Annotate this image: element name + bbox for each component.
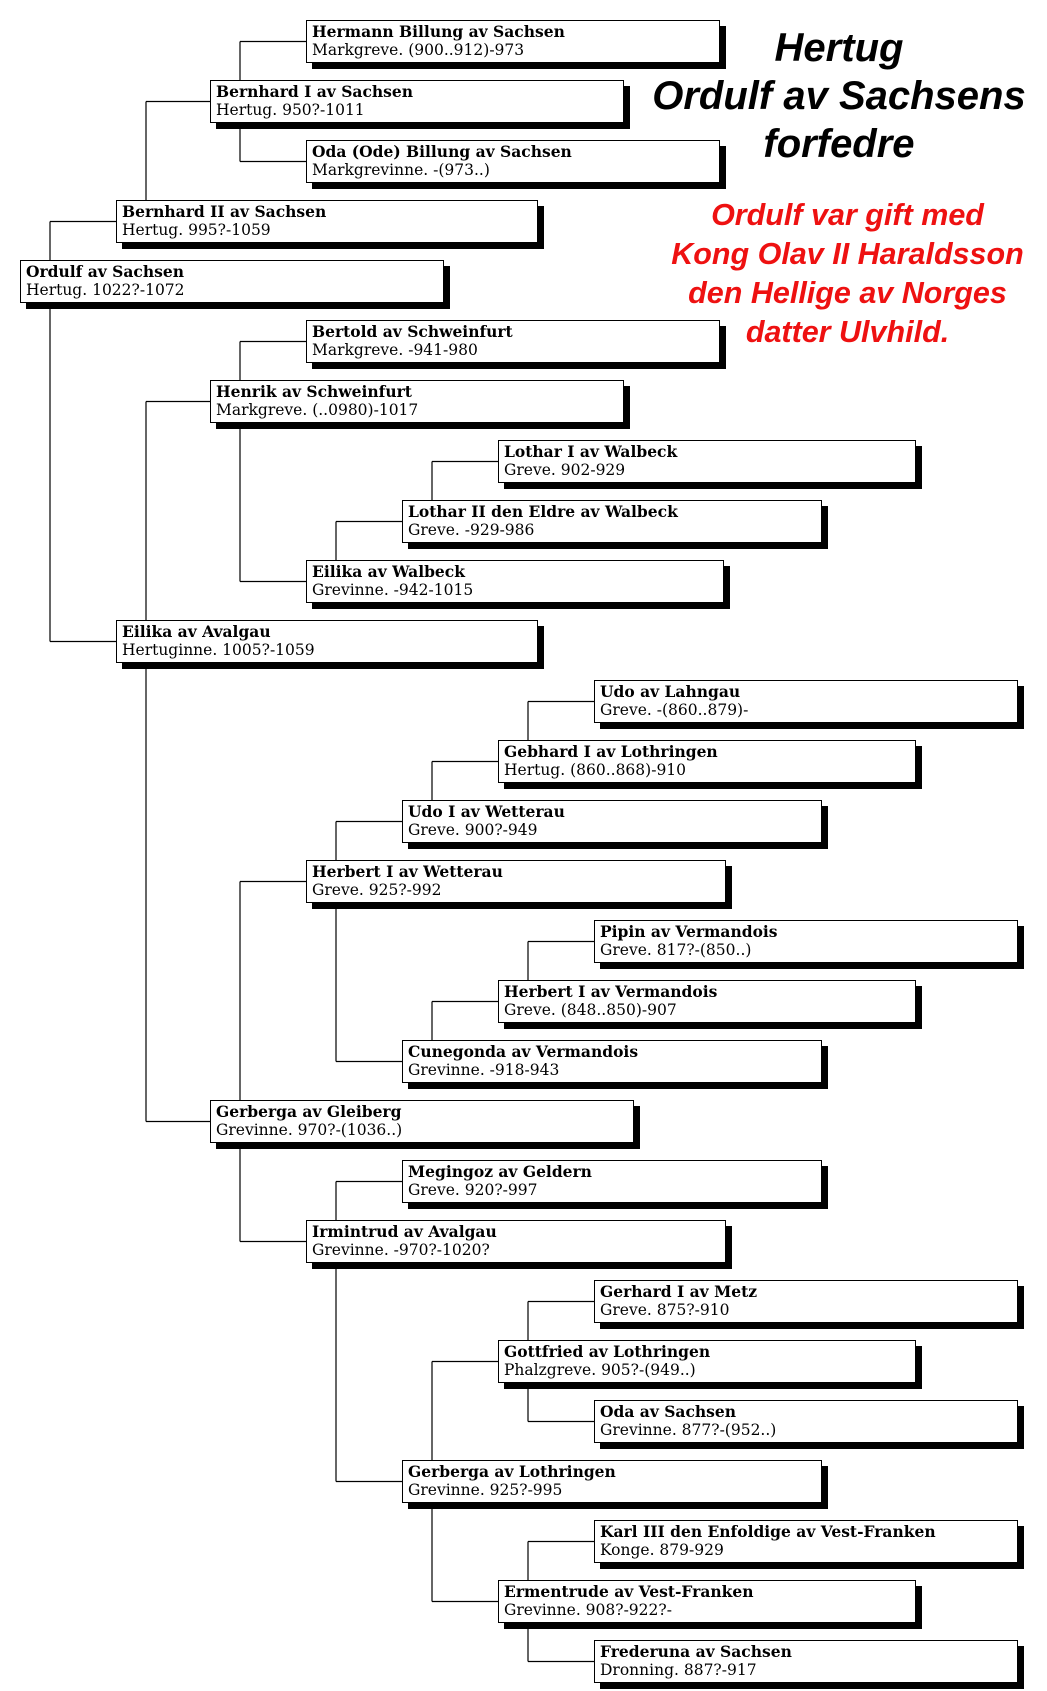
person-name: Oda av Sachsen (600, 1402, 737, 1421)
person-name: Karl III den Enfoldige av Vest-Franken (600, 1522, 936, 1541)
title-line-3: forfedre (763, 122, 915, 166)
person-name: Gottfried av Lothringen (504, 1342, 711, 1361)
person-details: Grevinne. 970?-(1036..) (216, 1121, 403, 1139)
person-details: Greve. 920?-997 (408, 1181, 538, 1199)
person-name: Pipin av Vermandois (600, 922, 778, 941)
person-details: Greve. 925?-992 (312, 881, 442, 899)
person-details: Markgreve. (..0980)-1017 (216, 401, 419, 419)
note-line-2: Kong Olav II Haraldsson (671, 237, 1024, 271)
title-line-2: Ordulf av Sachsens (652, 74, 1026, 118)
person-details: Markgreve. -941-980 (312, 341, 478, 359)
person-name: Herbert I av Vermandois (504, 982, 718, 1001)
person-details: Greve. (848..850)-907 (504, 1001, 677, 1019)
person-details: Hertug. 995?-1059 (122, 221, 271, 239)
person-details: Dronning. 887?-917 (600, 1661, 757, 1679)
person-name: Ordulf av Sachsen (26, 262, 184, 281)
person-details: Hertug. 1022?-1072 (26, 281, 185, 299)
person-name: Bernhard I av Sachsen (216, 82, 414, 101)
person-details: Grevinne. 877?-(952..) (600, 1421, 777, 1439)
person-name: Ermentrude av Vest-Franken (504, 1582, 754, 1601)
person-details: Phalzgreve. 905?-(949..) (504, 1361, 696, 1379)
person-name: Lothar II den Eldre av Walbeck (408, 502, 678, 521)
person-name: Bertold av Schweinfurt (312, 322, 513, 341)
person-details: Greve. 817?-(850..) (600, 941, 752, 959)
person-name: Eilika av Walbeck (312, 562, 465, 581)
person-name: Megingoz av Geldern (408, 1162, 592, 1181)
person-name: Hermann Billung av Sachsen (312, 22, 565, 41)
chart-title: Hertug Ordulf av Sachsens forfedre (648, 24, 1030, 168)
person-name: Oda (Ode) Billung av Sachsen (312, 142, 572, 161)
note-line-4: datter Ulvhild. (745, 315, 950, 349)
person-name: Udo av Lahngau (600, 682, 741, 701)
person-details: Hertug. 950?-1011 (216, 101, 365, 119)
person-name: Cunegonda av Vermandois (408, 1042, 639, 1061)
person-name: Eilika av Avalgau (122, 622, 271, 641)
title-line-1: Hertug (774, 26, 904, 70)
note-line-1: Ordulf var gift med (711, 198, 984, 232)
person-name: Lothar I av Walbeck (504, 442, 678, 461)
person-name: Frederuna av Sachsen (600, 1642, 792, 1661)
person-details: Hertug. (860..868)-910 (504, 761, 687, 779)
person-name: Gerberga av Gleiberg (216, 1102, 402, 1121)
person-details: Grevinne. -918-943 (408, 1061, 560, 1079)
person-name: Gerhard I av Metz (600, 1282, 758, 1301)
person-details: Konge. 879-929 (600, 1541, 724, 1559)
person-name: Gebhard I av Lothringen (504, 742, 718, 761)
person-details: Markgrevinne. -(973..) (312, 161, 490, 179)
note-line-3: den Hellige av Norges (688, 276, 1007, 310)
person-details: Markgreve. (900..912)-973 (312, 41, 525, 59)
person-details: Grevinne. -942-1015 (312, 581, 474, 599)
person-details: Grevinne. 925?-995 (408, 1481, 563, 1499)
marriage-note: Ordulf var gift med Kong Olav II Haralds… (655, 196, 1040, 352)
person-details: Greve. 900?-949 (408, 821, 538, 839)
person-details: Greve. -(860..879)- (600, 701, 749, 719)
person-name: Irmintrud av Avalgau (312, 1222, 497, 1241)
person-name: Herbert I av Wetterau (312, 862, 503, 881)
person-details: Grevinne. 908?-922?- (504, 1601, 672, 1619)
person-name: Udo I av Wetterau (408, 802, 565, 821)
person-name: Bernhard II av Sachsen (122, 202, 327, 221)
person-name: Henrik av Schweinfurt (216, 382, 412, 401)
person-details: Hertuginne. 1005?-1059 (122, 641, 315, 659)
person-name: Gerberga av Lothringen (408, 1462, 616, 1481)
person-details: Greve. -929-986 (408, 521, 535, 539)
person-details: Grevinne. -970?-1020? (312, 1241, 490, 1259)
person-details: Greve. 902-929 (504, 461, 626, 479)
person-details: Greve. 875?-910 (600, 1301, 730, 1319)
